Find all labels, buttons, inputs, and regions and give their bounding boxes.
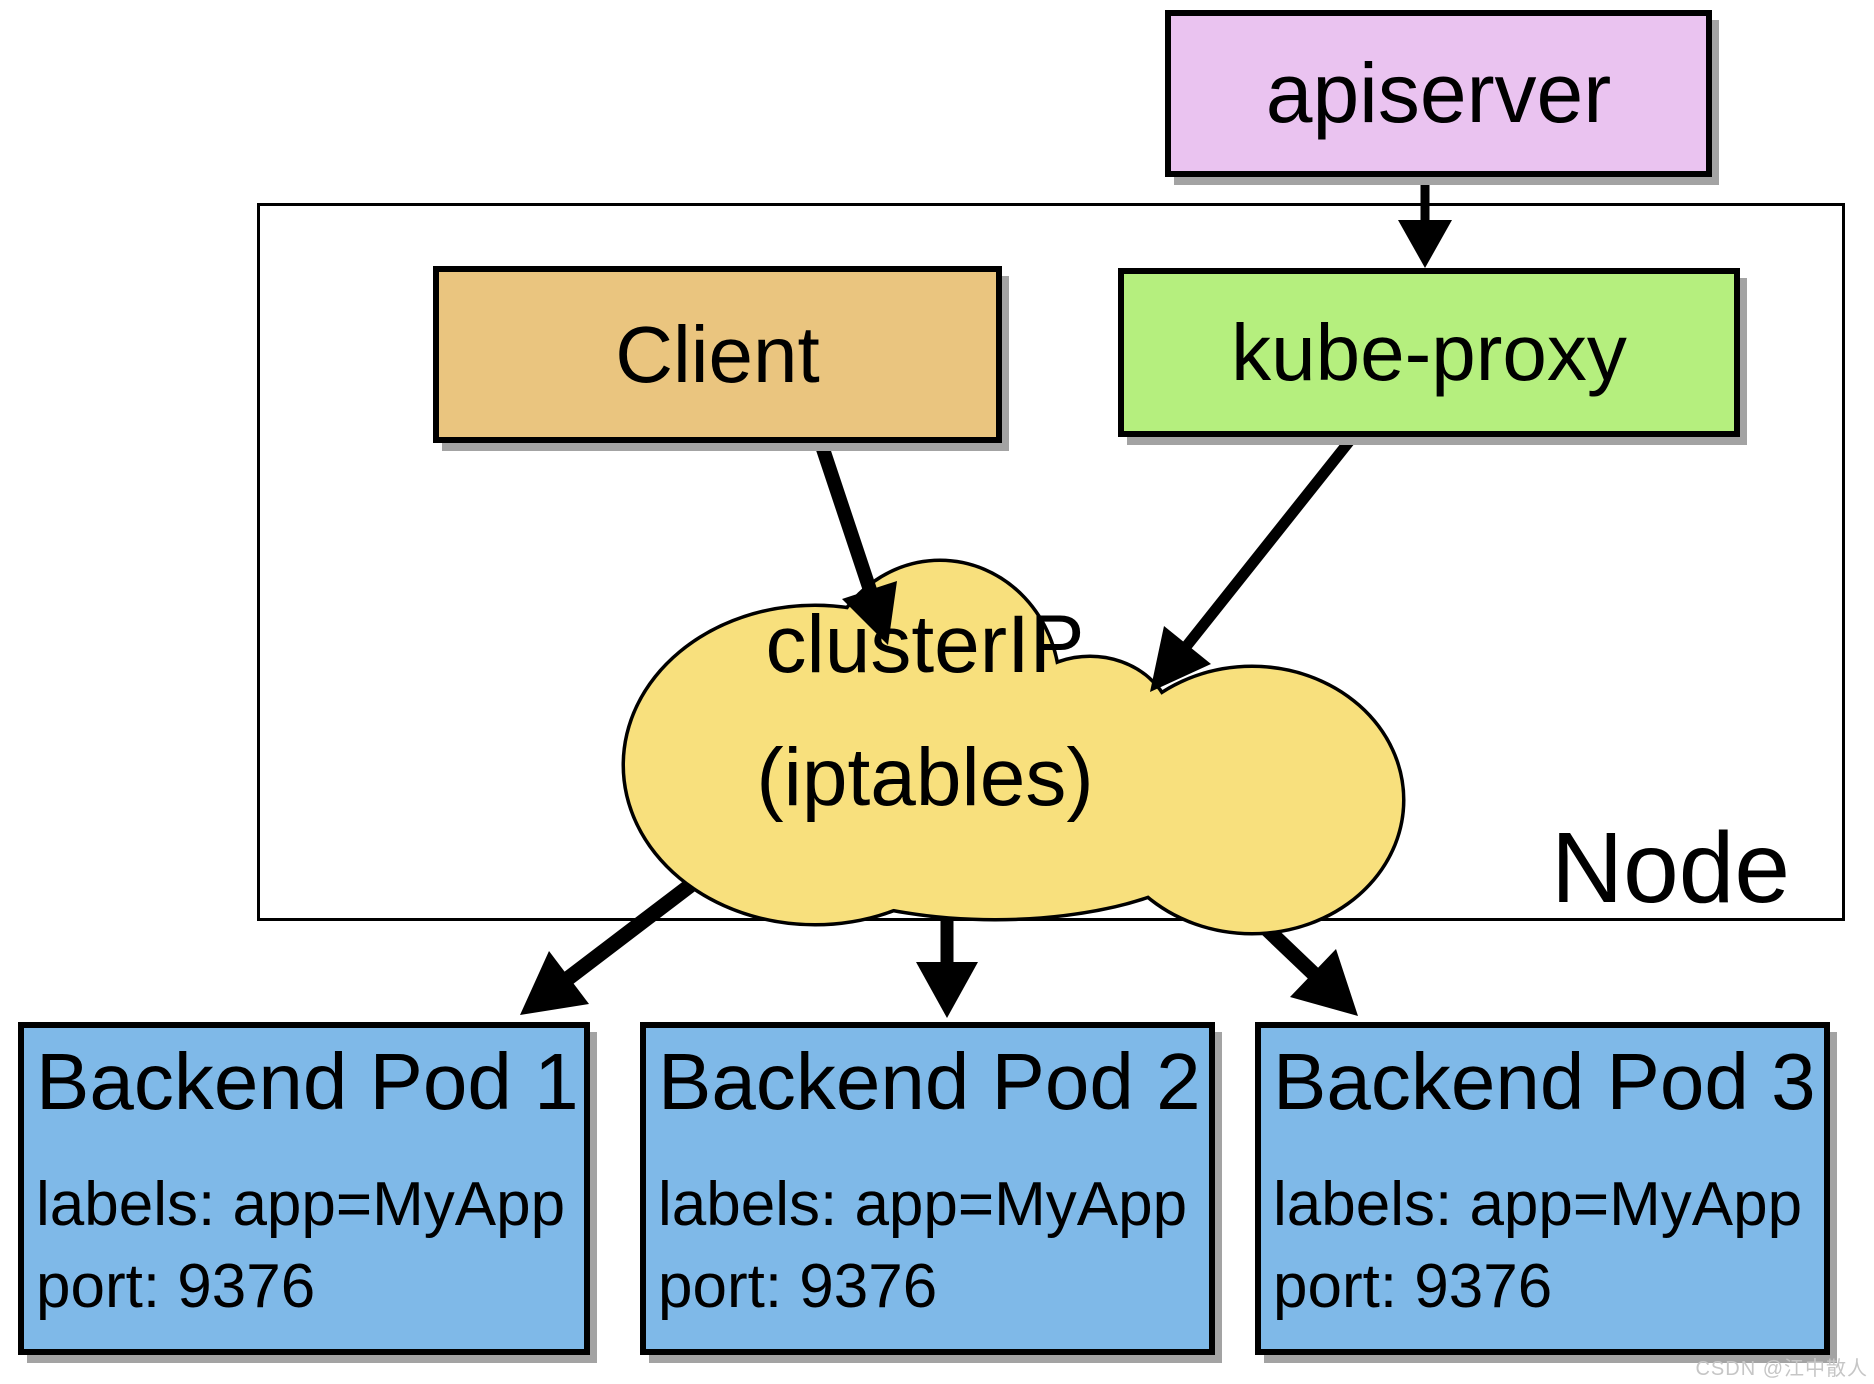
apiserver-label: apiserver	[1265, 46, 1612, 140]
pod-labels: labels: app=MyApp	[1273, 1170, 1803, 1239]
pod-port: port: 9376	[658, 1252, 938, 1322]
backend-pod-1: Backend Pod 1 labels: app=MyApp port: 93…	[18, 1022, 590, 1355]
apiserver-box: apiserver	[1165, 10, 1712, 177]
csdn-watermark: CSDN @江中散人	[1695, 1358, 1868, 1380]
pod-title: Backend Pod 1	[36, 1037, 579, 1126]
node-label: Node	[1550, 812, 1790, 924]
pod-port: port: 9376	[36, 1252, 316, 1322]
kube-proxy-label: kube-proxy	[1231, 307, 1627, 397]
pod-labels: labels: app=MyApp	[658, 1170, 1188, 1239]
pod-port: port: 9376	[1273, 1252, 1553, 1322]
client-label: Client	[615, 309, 820, 399]
backend-pod-2: Backend Pod 2 labels: app=MyApp port: 93…	[640, 1022, 1215, 1355]
backend-pod-3: Backend Pod 3 labels: app=MyApp port: 93…	[1255, 1022, 1830, 1355]
pod-title: Backend Pod 2	[658, 1037, 1201, 1126]
kube-proxy-box: kube-proxy	[1118, 268, 1740, 437]
pod-labels: labels: app=MyApp	[36, 1170, 566, 1239]
client-box: Client	[433, 266, 1002, 443]
pod-title: Backend Pod 3	[1273, 1037, 1816, 1126]
